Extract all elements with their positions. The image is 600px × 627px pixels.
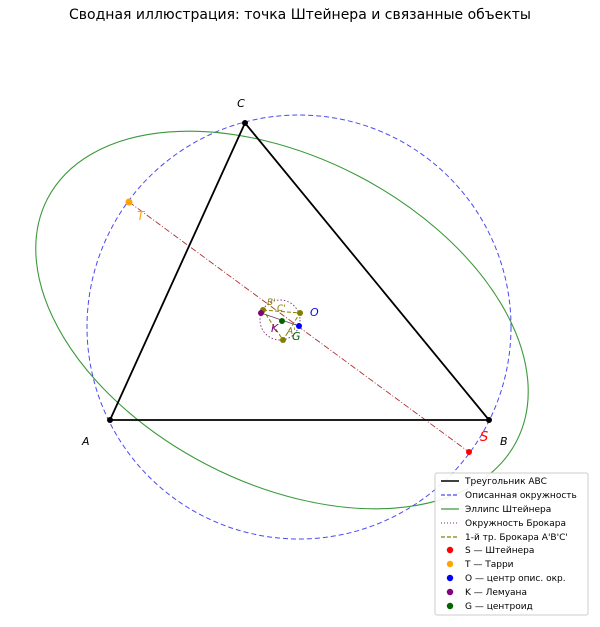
legend-frame — [434, 472, 589, 616]
legend-label-G: G — центроид — [465, 602, 533, 612]
triangle-ABC — [108, 121, 491, 421]
label-S: S — [480, 430, 488, 445]
label-O: O — [310, 306, 319, 319]
point-G — [279, 318, 285, 324]
label-B1: B' — [267, 298, 276, 308]
label-C1: C' — [277, 304, 286, 314]
point-T — [125, 198, 133, 206]
figure-title: Сводная иллюстрация: точка Штейнера и св… — [69, 7, 531, 23]
label-K: K — [271, 322, 279, 335]
vertex-B — [486, 417, 492, 423]
vertex-label-A: A — [81, 435, 90, 448]
legend-marker-T — [446, 560, 454, 568]
brocard-triangle — [262, 309, 301, 341]
legend-label-S: S — Штейнера — [465, 546, 534, 556]
point-K — [258, 310, 264, 316]
legend-label-T: T — Тарри — [464, 560, 514, 570]
legend: Треугольник ABC Описанная окружность Элл… — [434, 472, 589, 616]
label-T: T — [137, 209, 146, 223]
point-O — [296, 323, 302, 329]
legend-label-brocard-circle: Окружность Брокара — [465, 519, 566, 529]
brocard-circle — [259, 299, 301, 341]
vertex-C — [242, 120, 248, 126]
legend-label-circumcircle: Описанная окружность — [465, 491, 577, 501]
legend-label-triangle: Треугольник ABC — [464, 477, 547, 487]
legend-marker-G — [446, 602, 454, 610]
vertex-label-C: C — [237, 97, 245, 110]
label-G: G — [292, 330, 301, 343]
circumcircle — [86, 114, 512, 540]
label-A1: A' — [286, 327, 296, 337]
legend-marker-O — [446, 574, 454, 582]
point-A1 — [297, 310, 303, 316]
point-C1 — [280, 337, 286, 343]
legend-label-brocard-triangle: 1-й тр. Брокара A'B'C' — [465, 533, 568, 543]
legend-label-K: K — Лемуана — [465, 588, 527, 598]
point-S — [466, 449, 472, 455]
vertex-label-B: B — [500, 435, 508, 448]
steiner-ellipse — [35, 130, 529, 510]
legend-marker-K — [446, 588, 454, 596]
legend-marker-S — [446, 546, 454, 554]
legend-label-ellipse: Эллипс Штейнера — [465, 505, 551, 515]
legend-label-O: O — центр опис. окр. — [465, 574, 566, 584]
vertex-A — [107, 417, 113, 423]
